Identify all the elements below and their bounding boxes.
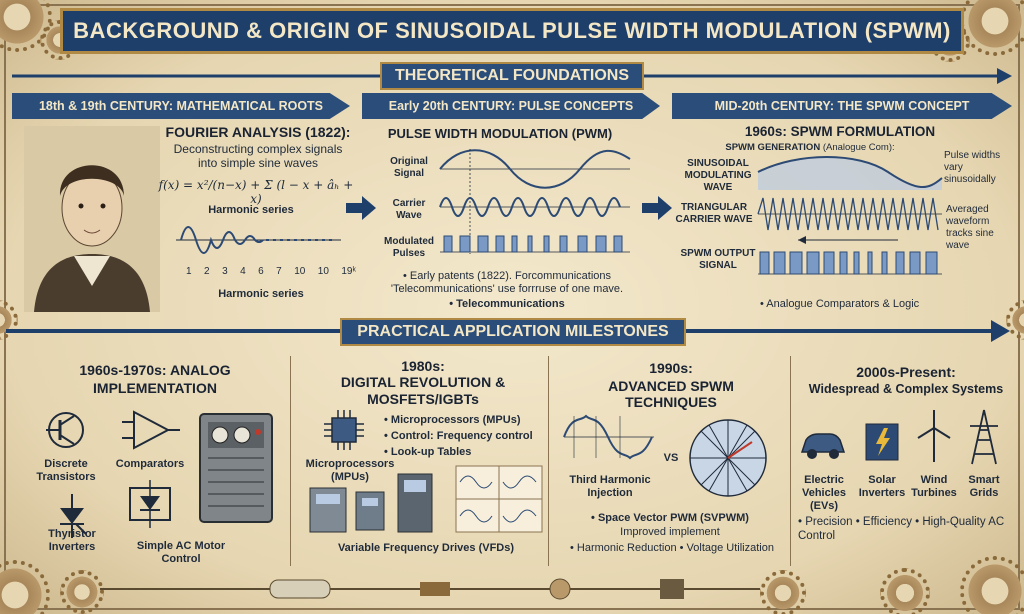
fourier-heading: FOURIER ANALYSIS (1822): xyxy=(165,124,351,140)
m1-heading: 1960s-1970s: ANALOG IMPLEMENTATION xyxy=(79,362,231,396)
m1-item-comparators: Comparators xyxy=(115,458,185,470)
era-header-2: Early 20th CENTURY: PULSE CONCEPTS xyxy=(362,93,660,119)
m1-item-thyristor: Thyristor Inverters xyxy=(48,528,96,554)
m4-item-ev: Electric Vehicles (EVs) xyxy=(801,474,847,513)
fourier-formula: f(x) = x²/(n−x) + Σ (l − x + âₕ + x) xyxy=(158,178,354,207)
gear-icon xyxy=(960,556,1024,614)
spwm-subheading: SPWM GENERATION (Analogue Com): xyxy=(710,142,910,153)
m1-item-transistors: Discrete Transistors xyxy=(36,458,96,484)
page-title: BACKGROUND & ORIGIN OF SINUSOIDAL PULSE … xyxy=(60,8,964,54)
ev-car-icon xyxy=(800,433,846,459)
pwm-note: • Early patents (1822). Forcommunication… xyxy=(390,270,624,296)
circuit-strip-graphic xyxy=(100,578,760,600)
m3-bullets: • Harmonic Reduction • Voltage Utilizati… xyxy=(570,542,774,554)
spwm-waveforms xyxy=(757,156,943,275)
solar-panel-icon xyxy=(865,423,899,461)
spwm-note: • Analogue Comparators & Logic xyxy=(760,298,920,310)
spwm-label-sine: SINUSOIDAL MODULATING WAVE xyxy=(684,158,752,193)
pwm-label-carrier: Carrier Wave xyxy=(392,198,426,221)
harmonic-wave xyxy=(176,226,341,254)
space-vector-diagram xyxy=(689,419,767,497)
portrait-graphic xyxy=(24,126,160,312)
inverter-icon xyxy=(129,480,171,528)
column-divider xyxy=(290,356,291,566)
vfd-drives-icon xyxy=(309,473,433,533)
m4-heading: Widespread & Complex Systems xyxy=(808,382,1004,396)
tick-label: 6 xyxy=(258,266,264,277)
spwm-annotation-pulse: Pulse widths vary sinusoidally xyxy=(944,150,1001,185)
fourier-caption: Harmonic series xyxy=(208,204,294,216)
tick-label: 7 xyxy=(276,266,282,277)
m4-item-solar: Solar Inverters xyxy=(858,474,906,500)
pwm-label-modulated: Modulated Pulses xyxy=(384,236,434,259)
microprocessor-icon xyxy=(324,410,364,450)
tick-label: 10 xyxy=(294,266,306,277)
arrow-right-icon xyxy=(346,196,376,220)
motor-cabinet-icon xyxy=(199,413,273,523)
pwm-heading: PULSE WIDTH MODULATION (PWM) xyxy=(387,126,613,141)
era-header-1: 18th & 19th CENTURY: MATHEMATICAL ROOTS xyxy=(12,93,350,119)
pwm-label-original: Original Signal xyxy=(390,156,428,179)
spwm-heading: 1960s: SPWM FORMULATION xyxy=(744,124,936,139)
m4-heading-year: 2000s-Present: xyxy=(856,364,956,380)
m2-bullet-control: • Control: Frequency control xyxy=(384,430,533,442)
fourier-portrait xyxy=(24,126,160,312)
theory-banner: THEORETICAL FOUNDATIONS xyxy=(380,62,644,90)
m2-bullet-lut: • Look-up Tables xyxy=(384,446,472,458)
tick-label: 2 xyxy=(204,266,210,277)
gear-icon xyxy=(60,570,104,614)
m4-bullets: • Precision • Efficiency • High-Quality … xyxy=(798,516,1005,542)
tick-label: 1 xyxy=(186,266,192,277)
m3-third-harmonic: Third Harmonic Injection xyxy=(569,474,651,500)
m3-svpwm: • Space Vector PWM (SVPWM) xyxy=(591,512,749,524)
m3-vs: VS xyxy=(663,452,679,464)
wind-turbine-icon xyxy=(917,410,951,462)
tick-label: 4 xyxy=(240,266,246,277)
tick-label: 3 xyxy=(222,266,228,277)
spwm-sub-rest: (Analogue Com): xyxy=(822,142,895,153)
harmonic-ticks: 1 2 3 4 6 7 10 10 19ᵏ xyxy=(186,266,356,277)
power-grid-tower-icon xyxy=(970,409,998,465)
gear-icon xyxy=(880,568,930,614)
transistor-icon xyxy=(46,412,84,448)
m2-vfd-label: Variable Frequency Drives (VFDs) xyxy=(337,542,515,554)
m1-item-motor: Simple AC Motor Control xyxy=(136,540,226,566)
thyristor-icon xyxy=(60,494,87,538)
arrow-right-icon xyxy=(642,196,672,220)
comparator-icon xyxy=(122,410,180,450)
m2-mpu-label: Microprocessors (MPUs) xyxy=(305,458,395,484)
third-harmonic-wave xyxy=(563,414,654,460)
m3-heading: ADVANCED SPWM TECHNIQUES xyxy=(608,378,734,410)
m4-item-wind: Wind Turbines xyxy=(911,474,957,500)
m2-heading-year: 1980s: xyxy=(401,358,445,374)
tick-label: 19ᵏ xyxy=(341,266,356,277)
fourier-description: Deconstructing complex signals into simp… xyxy=(173,142,343,171)
spwm-label-triangle: TRIANGULAR CARRIER WAVE xyxy=(675,202,753,225)
pwm-note-telecom: • Telecommunications xyxy=(449,298,565,310)
gear-icon xyxy=(760,570,806,614)
spwm-sub-bold: SPWM GENERATION xyxy=(725,142,821,153)
m2-heading: DIGITAL REVOLUTION & MOSFETS/IGBTs xyxy=(340,374,506,407)
m4-item-grid: Smart Grids xyxy=(968,474,1000,500)
m3-heading-year: 1990s: xyxy=(649,360,693,376)
practical-banner: PRACTICAL APPLICATION MILESTONES xyxy=(340,318,686,346)
era-header-3: MID-20th CENTURY: THE SPWM CONCEPT xyxy=(672,93,1012,119)
circuit-strip xyxy=(100,574,760,604)
lookup-table-graphs xyxy=(455,465,543,533)
spwm-label-output: SPWM OUTPUT SIGNAL xyxy=(680,248,756,271)
spwm-annotation-average: Averaged waveform tracks sine wave xyxy=(946,204,994,251)
fourier-bottom-caption: Harmonic series xyxy=(218,288,304,300)
m3-svpwm-sub: Improved implement xyxy=(620,526,720,538)
column-divider xyxy=(790,356,791,566)
tick-label: 10 xyxy=(317,266,329,277)
pwm-waveforms xyxy=(439,149,631,254)
m2-bullet-mpu: • Microprocessors (MPUs) xyxy=(384,414,521,426)
column-divider xyxy=(548,356,549,566)
